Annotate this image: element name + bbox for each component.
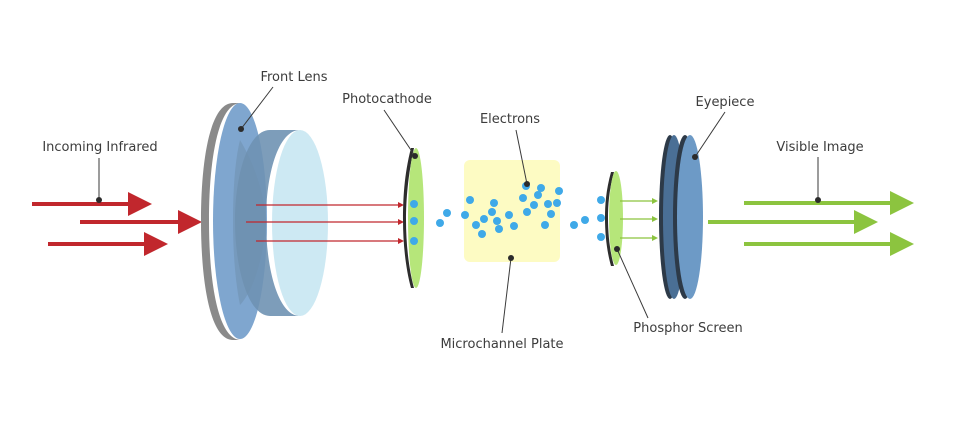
leader-dot xyxy=(524,181,530,187)
electron-dot xyxy=(478,230,486,238)
leader-dot xyxy=(614,246,620,252)
electron-dot xyxy=(443,209,451,217)
leader-lines xyxy=(96,86,821,334)
photocathode xyxy=(403,148,424,288)
eyepiece-lens-front xyxy=(677,135,703,299)
electron-dot xyxy=(480,215,488,223)
electron-dot xyxy=(597,233,605,241)
electron-dot xyxy=(410,237,418,245)
electron-dot xyxy=(553,199,561,207)
front-lens-rim xyxy=(201,103,241,340)
rear-lens-element xyxy=(272,130,328,316)
electron-dot xyxy=(541,221,549,229)
eyepiece xyxy=(659,135,703,299)
electron-dot xyxy=(597,214,605,222)
phosphor-screen xyxy=(597,171,623,266)
electron-dot xyxy=(570,221,578,229)
electron-dot xyxy=(466,196,474,204)
electron-dot xyxy=(493,217,501,225)
label-microchannel-plate: Microchannel Plate xyxy=(440,337,563,352)
electron-dot xyxy=(534,191,542,199)
electron-dot xyxy=(472,221,480,229)
photocathode-edge xyxy=(403,148,414,288)
electron-dot xyxy=(597,196,605,204)
label-phosphor-screen: Phosphor Screen xyxy=(633,321,742,336)
electron-dot xyxy=(530,201,538,209)
electron-dot xyxy=(505,211,513,219)
electron-dot xyxy=(410,217,418,225)
leader-photocathode xyxy=(383,109,416,157)
leader-dot xyxy=(508,255,514,261)
label-incoming-infrared: Incoming Infrared xyxy=(42,140,157,155)
incoming-infrared-arrows xyxy=(32,192,202,256)
microchannel-plate xyxy=(464,160,560,262)
leader-dot xyxy=(96,197,102,203)
label-visible-image: Visible Image xyxy=(776,140,863,155)
electron-dot xyxy=(537,184,545,192)
electron-dot xyxy=(488,208,496,216)
leader-front-lens xyxy=(240,86,274,130)
electron-dot xyxy=(410,200,418,208)
leader-dot xyxy=(238,126,244,132)
electron-dot xyxy=(547,210,555,218)
label-front-lens: Front Lens xyxy=(260,70,327,85)
leader-dot xyxy=(692,154,698,160)
electron-dot xyxy=(555,187,563,195)
electron-dot xyxy=(490,199,498,207)
label-electrons: Electrons xyxy=(480,112,540,127)
visible-light-rays xyxy=(620,198,658,241)
electron-dot xyxy=(523,208,531,216)
phosphor-screen-edge xyxy=(605,172,614,266)
electron-dot xyxy=(495,225,503,233)
front-lens xyxy=(201,103,328,340)
electron-dot xyxy=(461,211,469,219)
electron-dot xyxy=(510,222,518,230)
visible-image-arrows xyxy=(708,191,914,256)
electron-dot xyxy=(581,216,589,224)
focused-infrared-rays xyxy=(246,202,404,244)
leader-microchannel-plate xyxy=(501,257,512,334)
label-eyepiece: Eyepiece xyxy=(696,95,755,110)
electron-dot xyxy=(436,219,444,227)
electron-dot xyxy=(544,200,552,208)
leader-dot xyxy=(412,153,418,159)
labels: Incoming Infrared Front Lens Photocathod… xyxy=(42,70,863,352)
phosphor-screen-plate xyxy=(609,171,623,265)
leader-electrons xyxy=(515,129,528,185)
label-photocathode: Photocathode xyxy=(342,92,432,107)
leader-eyepiece xyxy=(694,111,726,158)
leader-dot xyxy=(815,197,821,203)
electron-dot xyxy=(519,194,527,202)
leader-phosphor-screen xyxy=(616,248,649,319)
